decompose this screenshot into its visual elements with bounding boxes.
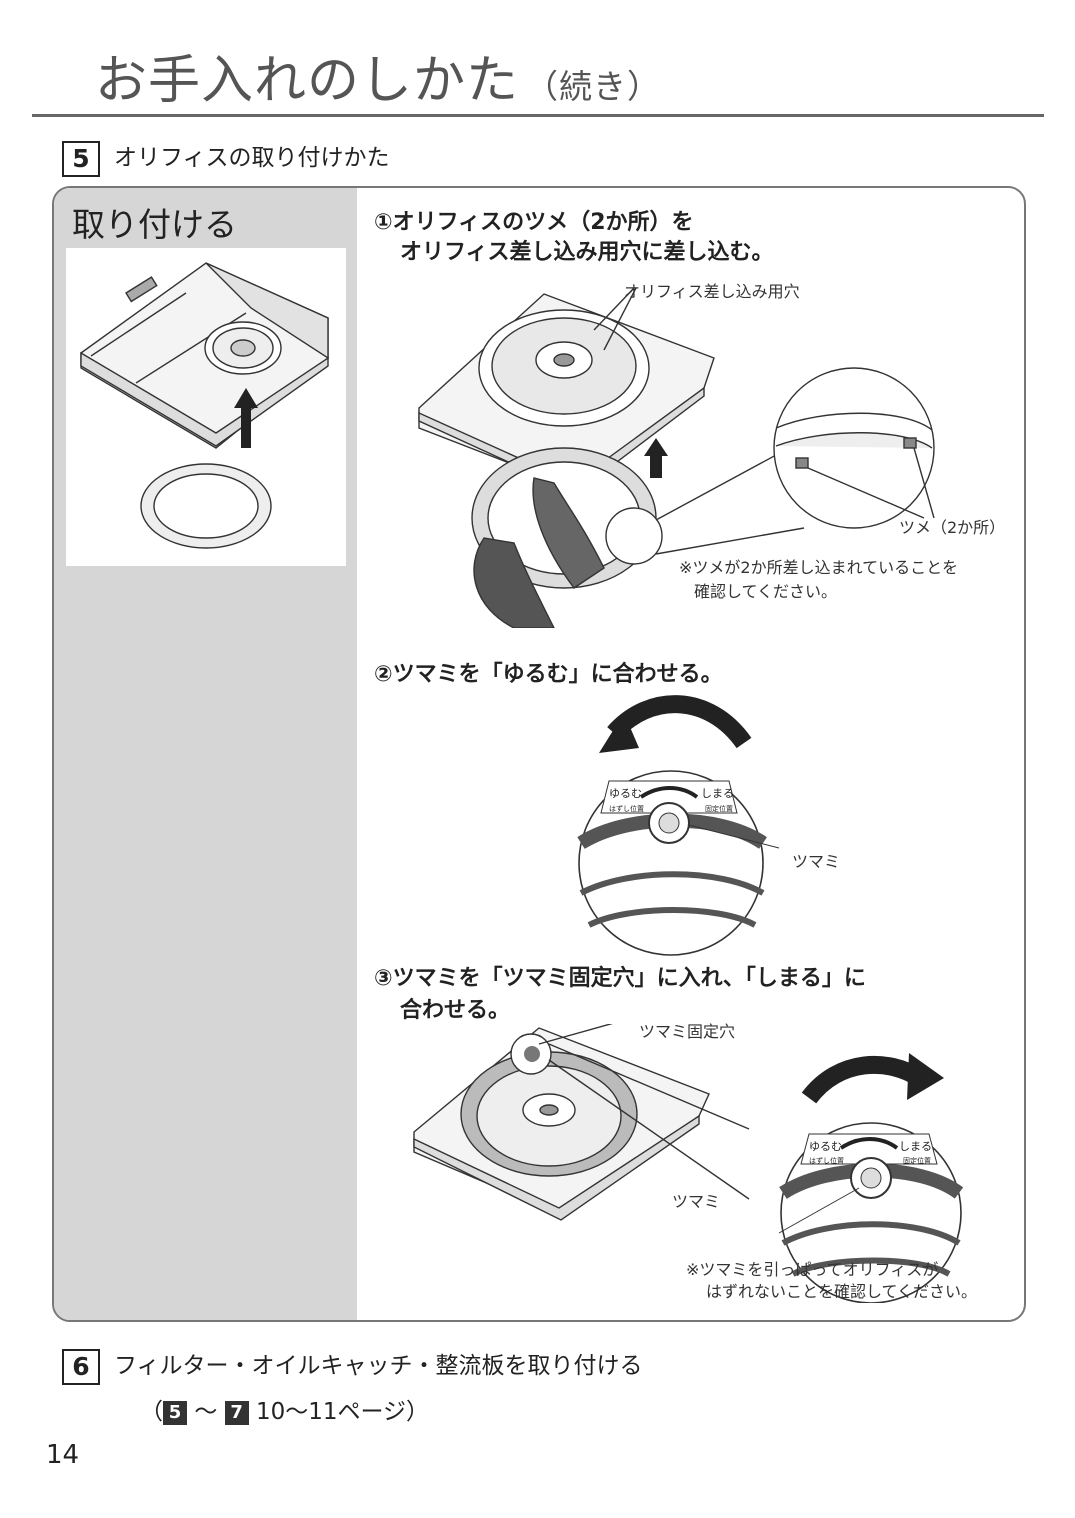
dial3-remove-label: はずし位置	[809, 1156, 844, 1165]
hood-overview-drawing	[80, 262, 329, 549]
rotate-left-arrow-icon	[599, 713, 639, 753]
title-divider	[32, 114, 1044, 117]
overview-illustration	[66, 248, 346, 566]
section5-number: 5	[62, 140, 100, 177]
step3-illustration	[413, 1024, 750, 1221]
step3-note-line1: ※ツマミを引っぱってオリフィスが	[686, 1260, 939, 1279]
ref-step-to: 7	[224, 1400, 249, 1425]
section5-heading: 5 オリフィスの取り付けかた	[62, 138, 390, 177]
step1-label-tabs: ツメ（2か所）	[899, 518, 1006, 537]
step1-label-hole: オリフィス差し込み用穴	[624, 282, 800, 301]
dial-fix-label: 固定位置	[705, 804, 733, 813]
section6-title: フィルター・オイルキャッチ・整流板を取り付ける	[114, 1353, 643, 1379]
step2-text: ②ツマミを「ゆるむ」に合わせる。	[374, 662, 723, 687]
step2-label-knob: ツマミ	[792, 852, 841, 871]
step1-note-line2: 確認してください。	[694, 582, 838, 601]
ref-tilde: 〜	[194, 1399, 218, 1425]
dial-remove-label: はずし位置	[609, 804, 644, 813]
section6-heading: 6 フィルター・オイルキャッチ・整流板を取り付ける	[62, 1346, 643, 1385]
step3-note-line2: はずれないことを確認してください。	[706, 1282, 978, 1301]
section5-title: オリフィスの取り付けかた	[114, 145, 390, 171]
step3-line2: 合わせる。	[400, 998, 511, 1023]
section6-page-reference: （5 〜 7 10〜11ページ）	[140, 1392, 429, 1426]
page-title-main: お手入れのしかた	[95, 51, 520, 111]
panel-heading: 取り付ける	[72, 205, 237, 244]
page-number: 14	[46, 1440, 80, 1470]
step2-illustration: ゆるむ しまる はずし位置 固定位置	[577, 695, 780, 956]
page-title: お手入れのしかた（続き）	[95, 38, 661, 113]
instruction-panel: 取り付ける ①オリフィスのツメ（2か所）を オリフィス差し込み用穴に差し込む。 …	[52, 186, 1026, 1322]
section6-number: 6	[62, 1348, 100, 1385]
step3-dial-illustration: ゆるむ しまる はずし位置 固定位置	[778, 1053, 964, 1303]
dial3-fix-label: 固定位置	[903, 1156, 931, 1165]
step3-label-knob: ツマミ	[672, 1192, 721, 1211]
step1-note-line1: ※ツメが2か所差し込まれていることを	[679, 558, 959, 577]
step3-label-hole: ツマミ固定穴	[639, 1022, 736, 1041]
dial3-loosen-label: ゆるむ	[809, 1140, 842, 1153]
step3-line1: ③ツマミを「ツマミ固定穴」に入れ、「しまる」に	[374, 966, 866, 991]
ref-step-from: 5	[163, 1400, 187, 1425]
page-title-sub: （続き）	[525, 67, 662, 106]
step1-illustration	[418, 288, 935, 628]
rotate-right-arrow-icon	[907, 1053, 944, 1100]
step1-line2: オリフィス差し込み用穴に差し込む。	[400, 240, 774, 265]
dial-loosen-label: ゆるむ	[609, 787, 642, 800]
ref-pages: 10〜11ページ）	[255, 1399, 430, 1425]
dial-tighten-label: しまる	[701, 787, 734, 800]
dial3-tighten-label: しまる	[899, 1140, 932, 1153]
step1-line1: ①オリフィスのツメ（2か所）を	[374, 210, 694, 235]
ref-open-paren: （	[140, 1399, 163, 1425]
